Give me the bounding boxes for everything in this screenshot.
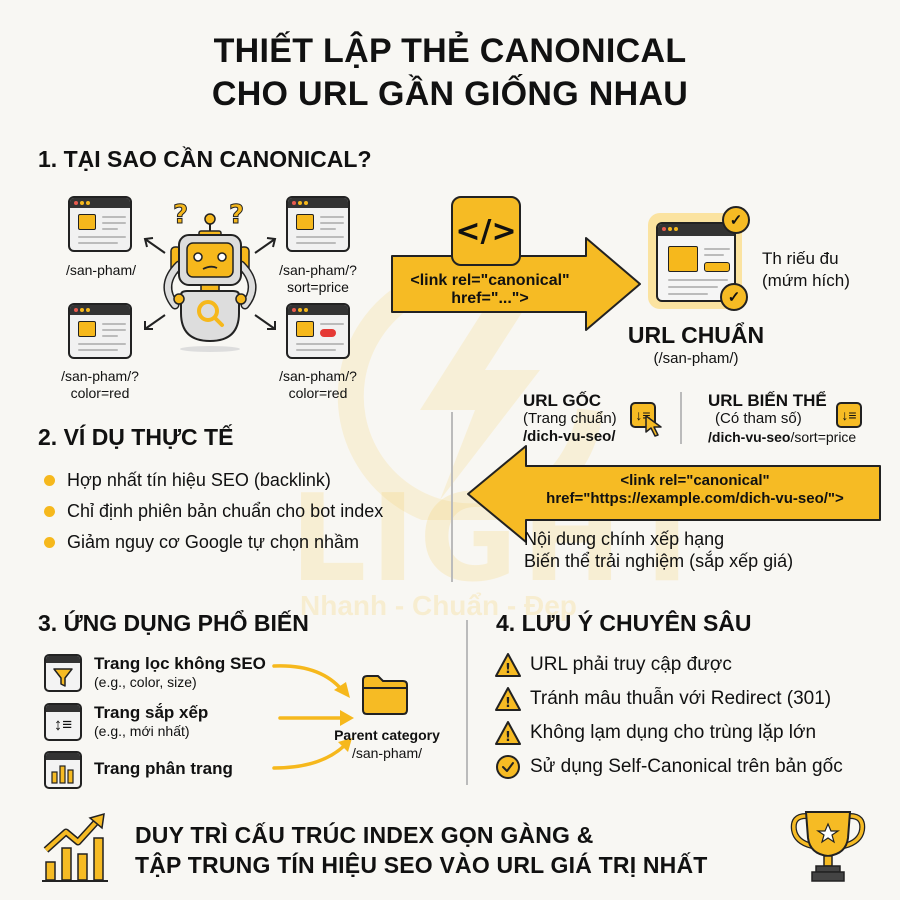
use-case-sort: ↕≡ Trang sắp xếp (e.g., mới nhất)	[44, 703, 208, 741]
url-label-color: /san-pham/? color=red	[61, 368, 139, 401]
page-title: THIẾT LẬP THẺ CANONICAL CHO URL GẦN GIỐN…	[0, 30, 900, 116]
list-item: Giảm nguy cơ Google tự chọn nhầm	[44, 527, 383, 558]
original-url-title: URL GỐC	[523, 391, 602, 410]
confused-robot-icon: ? ?	[143, 200, 277, 352]
flow-arrows	[272, 664, 354, 770]
growth-chart-icon	[42, 812, 108, 882]
example-list: Hợp nhất tín hiệu SEO (backlink) Chỉ địn…	[44, 465, 383, 558]
check-circle-icon	[496, 755, 520, 779]
canonical-code-full: <link rel="canonical" href="https://exam…	[546, 472, 844, 507]
code-icon: </>	[451, 196, 521, 266]
footer-message: DUY TRÌ CẤU TRÚC INDEX GỌN GÀNG & TẬP TR…	[135, 822, 708, 878]
bullet-dot-icon	[44, 506, 55, 517]
browser-page-icon	[68, 196, 132, 252]
check-circle-icon: ✓	[722, 206, 750, 234]
title-line-2: CHO URL GẦN GIỐNG NHAU	[211, 75, 689, 113]
canonical-notes: Nội dung chính xếp hạng Biến thể trải ng…	[524, 529, 794, 571]
watermark-slogan: Nhanh - Chuẩn - Đẹp	[300, 590, 577, 621]
variant-url-block: URL BIẾN THỂ (Có tham số) /dich-vu-seo/s…	[708, 392, 856, 446]
canonical-url-path: (/san-pham/)	[653, 350, 739, 367]
check-circle-icon: ✓	[720, 283, 748, 311]
svg-text:!: !	[505, 696, 511, 711]
list-item: ! Không lạm dụng cho trùng lặp lớn	[494, 716, 843, 750]
cursor-pointer-icon	[645, 415, 662, 437]
svg-text:!: !	[505, 730, 511, 745]
bullet-dot-icon	[44, 475, 55, 486]
canonical-code-snippet: <link rel="canonical" href="...">	[410, 272, 570, 307]
list-item: Chỉ định phiên bản chuẩn cho bot index	[44, 496, 383, 527]
compare-divider	[680, 392, 682, 444]
list-item: ! URL phải truy cập được	[494, 648, 843, 682]
svg-text:!: !	[505, 662, 511, 677]
trophy-icon	[790, 811, 866, 882]
browser-page-icon	[68, 303, 132, 359]
svg-text:?: ?	[229, 200, 244, 230]
svg-text:?: ?	[173, 200, 188, 230]
section-divider	[466, 620, 468, 785]
list-item: Sử dụng Self-Canonical trên bản gốc	[494, 750, 843, 784]
original-url-sub: (Trang chuẩn)	[523, 410, 617, 427]
section-divider	[451, 412, 453, 582]
sort-icon: ↕≡	[44, 703, 82, 741]
url-label-sort: /san-pham/? sort=price	[279, 262, 357, 295]
variant-url-sub: (Có tham số)	[715, 410, 802, 427]
red-badge	[320, 329, 336, 337]
bullet-dot-icon	[44, 537, 55, 548]
filter-icon	[44, 654, 82, 692]
list-item: Hợp nhất tín hiệu SEO (backlink)	[44, 465, 383, 496]
section-2-heading: 2. VÍ DỤ THỰC TẾ	[38, 424, 234, 450]
original-url-block: URL GỐC (Trang chuẩn) /dich-vu-seo/	[523, 392, 617, 446]
use-case-filter: Trang lọc không SEO (e.g., color, size)	[44, 654, 266, 692]
section-3-heading: 3. ỨNG DỤNG PHỔ BIẾN	[38, 610, 309, 636]
canonical-arrow-left	[467, 445, 881, 543]
advanced-notes-list: ! URL phải truy cập được ! Tránh mâu thu…	[494, 648, 843, 784]
section-1-heading: 1. TẠI SAO CẦN CANONICAL?	[38, 146, 372, 172]
warning-icon: !	[495, 721, 521, 745]
warning-icon: !	[495, 687, 521, 711]
use-case-pagination: Trang phân trang	[44, 751, 233, 789]
url-label-color-2: /san-pham/? color=red	[279, 368, 357, 401]
variant-url-title: URL BIẾN THỂ	[708, 391, 827, 410]
sort-list-icon: ↓≡	[836, 402, 862, 428]
browser-page-icon	[286, 196, 350, 252]
folder-icon	[362, 675, 408, 715]
title-line-1: THIẾT LẬP THẺ CANONICAL	[213, 32, 687, 70]
section-4-heading: 4. LƯU Ý CHUYÊN SÂU	[496, 610, 752, 636]
original-url-path: /dich-vu-seo/	[523, 428, 616, 445]
browser-page-icon	[286, 303, 350, 359]
variant-url-path: /dich-vu-seo/sort=price	[708, 429, 857, 445]
list-item: ! Tránh mâu thuẫn với Redirect (301)	[494, 682, 843, 716]
url-label-base: /san-pham/	[65, 262, 137, 278]
warning-icon: !	[495, 653, 521, 677]
canonical-side-note: Th riếu đu (mứm hích)	[762, 249, 850, 290]
canonical-url-title: URL CHUẨN	[627, 322, 765, 348]
canonical-browser-icon	[656, 222, 736, 302]
bar-chart-icon	[44, 751, 82, 789]
parent-category-label: Parent category /san-pham/	[334, 727, 440, 761]
